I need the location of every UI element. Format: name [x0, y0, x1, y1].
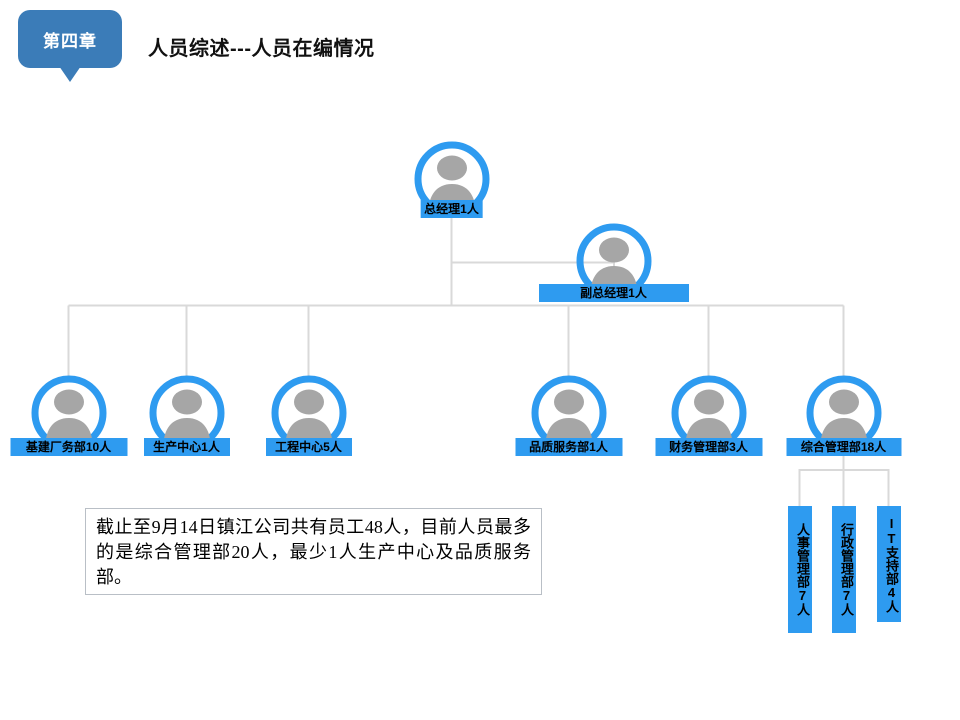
org-node-label: 生产中心1人	[143, 438, 230, 456]
summary-text: 截止至9月14日镇江公司共有员工48人，目前人员最多的是综合管理部20人，最少1…	[96, 517, 531, 587]
org-node-label: 总经理1人	[420, 200, 483, 218]
org-subnode-hr[interactable]: 人事管理部7人	[788, 506, 812, 633]
chapter-badge-tail	[59, 66, 81, 82]
org-node-department-2[interactable]: 生产中心1人	[143, 374, 230, 470]
org-node-label: 基建厂务部10人	[10, 438, 127, 456]
org-node-root[interactable]: 总经理1人	[412, 140, 491, 236]
org-node-department-4[interactable]: 品质服务部1人	[515, 374, 622, 470]
org-node-department-5[interactable]: 财务管理部3人	[655, 374, 762, 470]
chapter-badge: 第四章	[18, 10, 122, 82]
chapter-badge-label: 第四章	[43, 31, 97, 51]
org-node-department-6[interactable]: 综合管理部18人	[786, 374, 901, 470]
org-node-label: 工程中心5人	[265, 438, 352, 456]
summary-text-box: 截止至9月14日镇江公司共有员工48人，目前人员最多的是综合管理部20人，最少1…	[85, 508, 542, 595]
org-node-department-3[interactable]: 工程中心5人	[265, 374, 352, 470]
org-node-label: 品质服务部1人	[515, 438, 622, 456]
org-node-label: 副总经理1人	[538, 284, 689, 302]
connector-sub-drop-3	[843, 469, 890, 506]
org-node-department-1[interactable]: 基建厂务部10人	[10, 374, 127, 470]
org-node-label: 财务管理部3人	[655, 438, 762, 456]
org-node-label: 综合管理部18人	[786, 438, 901, 456]
page-title: 人员综述---人员在编情况	[148, 38, 375, 60]
org-subnode-it[interactable]: IT支持部4人	[877, 506, 901, 622]
person-avatar-icon	[530, 374, 608, 452]
org-subnode-admin[interactable]: 行政管理部7人	[832, 506, 856, 633]
org-node-deputy[interactable]: 副总经理1人	[538, 222, 689, 318]
